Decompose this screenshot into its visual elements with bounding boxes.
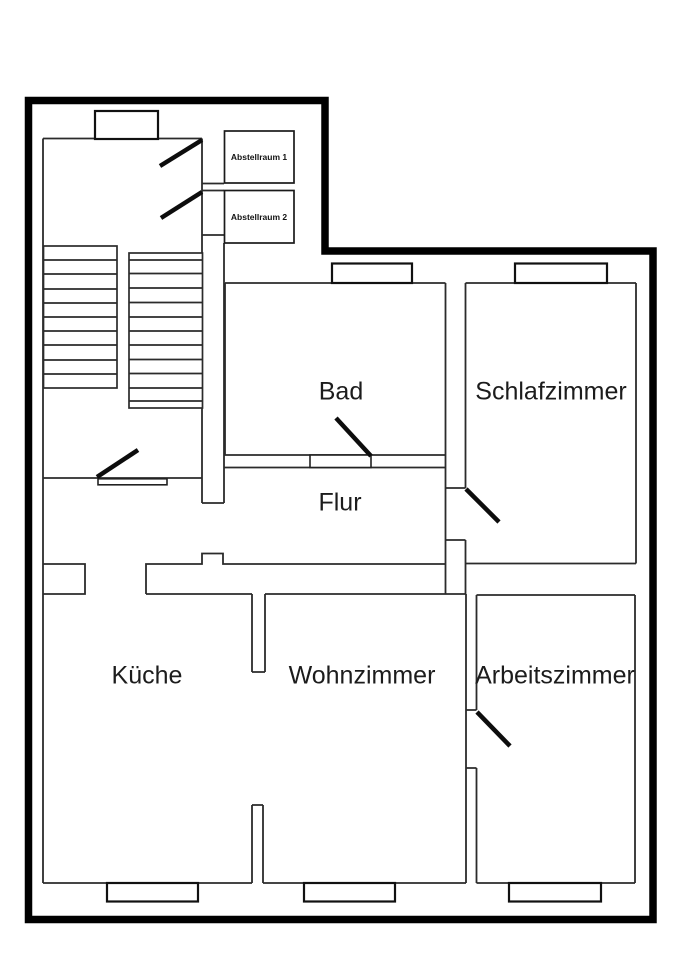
- label-abstellraum-1: Abstellraum 1: [230, 152, 288, 162]
- schlafzimmer-walls: [445, 282, 637, 594]
- abstellraum-1-box: [223, 130, 295, 184]
- label-arbeitszimmer: Arbeitszimmer: [475, 661, 635, 690]
- door-leaf-bad: [309, 454, 372, 469]
- kueche-wohnzimmer-walls: [43, 594, 467, 884]
- window-kueche: [105, 881, 200, 903]
- door-swing-abstellraum-1: [158, 138, 204, 168]
- door-leaf-stairwell: [97, 477, 168, 486]
- label-flur: Flur: [318, 488, 362, 517]
- window-bad: [330, 262, 414, 285]
- storage-boxes: [223, 130, 295, 244]
- window-wohnzimmer: [302, 881, 397, 903]
- window-schlafzimmer: [513, 262, 609, 285]
- windows: [93, 109, 609, 903]
- window-stairwell-top: [93, 109, 160, 141]
- stairs-left-flight: [42, 245, 118, 389]
- label-bad: Bad: [318, 377, 364, 406]
- door-swings: [95, 138, 512, 748]
- label-abstellraum-2: Abstellraum 2: [230, 212, 288, 222]
- outer-wall: [24, 96, 657, 924]
- label-wohnzimmer: Wohnzimmer: [288, 661, 436, 690]
- stairs-right-flight: [128, 252, 204, 409]
- window-arbeitszimmer: [507, 881, 603, 903]
- door-swing-abstellraum-2: [159, 190, 204, 220]
- door-leaves: [97, 454, 372, 486]
- abstellraum-2-box: [223, 189, 295, 244]
- bad-walls: [224, 282, 447, 594]
- door-swing-stairwell: [95, 448, 140, 479]
- door-swing-bad: [334, 416, 373, 458]
- arbeitszimmer-walls: [466, 594, 636, 884]
- door-swing-arbeitszimmer: [475, 710, 512, 748]
- label-schlafzimmer: Schlafzimmer: [475, 377, 627, 406]
- label-kueche: Küche: [111, 661, 183, 690]
- flur-wall-band: [43, 552, 466, 595]
- staircase: [42, 245, 204, 409]
- door-swing-schlafzimmer: [464, 487, 501, 524]
